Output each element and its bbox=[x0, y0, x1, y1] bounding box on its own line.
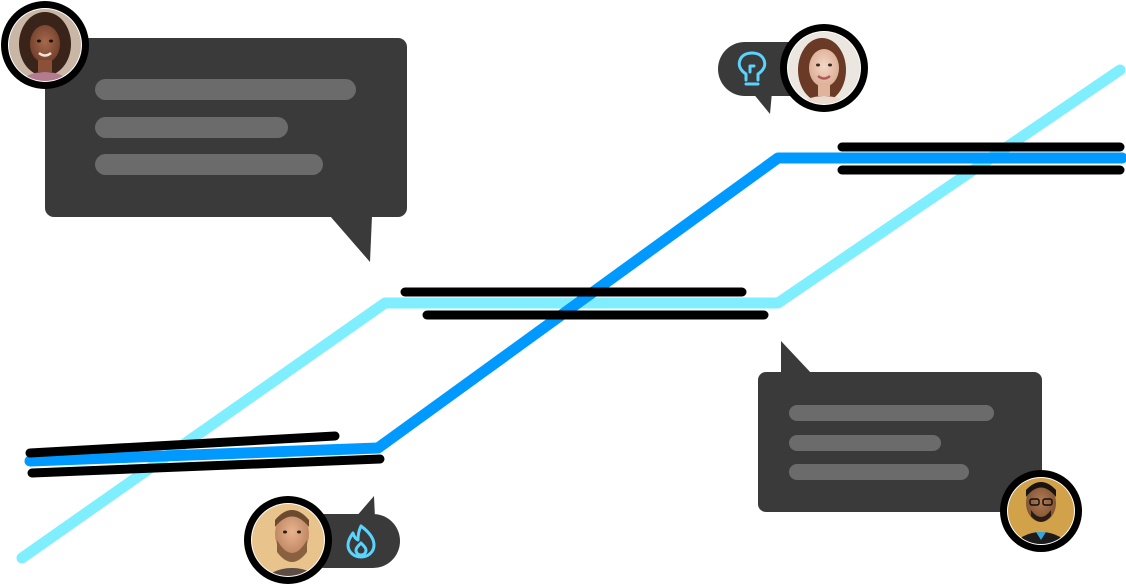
speech-bubble-top-left bbox=[45, 38, 407, 262]
text-placeholder-bar bbox=[95, 154, 323, 175]
flame-icon bbox=[346, 524, 376, 559]
avatar-woman-top-left bbox=[1, 1, 89, 89]
lightbulb-icon bbox=[737, 51, 767, 86]
speech-bubble-tail bbox=[330, 216, 372, 262]
badge-tail bbox=[752, 92, 772, 114]
avatar-woman-top-right bbox=[780, 24, 868, 112]
speech-bubble-tail bbox=[781, 341, 812, 374]
badge-tail bbox=[355, 496, 375, 518]
avatar-man-bottom-right bbox=[1000, 470, 1082, 552]
avatar-man-bottom-left bbox=[244, 496, 332, 584]
text-placeholder-bar bbox=[789, 405, 994, 421]
text-placeholder-bar bbox=[95, 117, 288, 138]
black-stroke bbox=[27, 454, 385, 478]
black-stroke bbox=[25, 431, 340, 458]
text-placeholder-bar bbox=[95, 79, 356, 100]
speech-bubble-bottom-right bbox=[758, 341, 1042, 512]
text-placeholder-bar bbox=[789, 464, 969, 480]
text-placeholder-bar bbox=[789, 435, 941, 451]
black-accent-strokes bbox=[25, 142, 1125, 478]
blue-progress-line bbox=[24, 152, 1126, 467]
